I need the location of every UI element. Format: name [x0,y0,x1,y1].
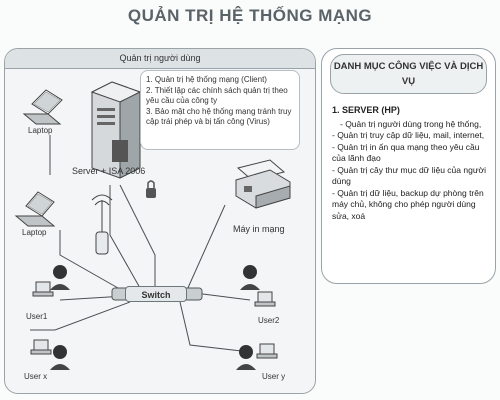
server-icon [90,81,142,179]
services-item: - Quản trị dữ liệu, backup dự phòng trên… [332,187,484,221]
user-workstation-icon [240,265,276,307]
network-links [30,135,251,353]
server-role-callout: 1. Quản trị hệ thống mạng (Client) 2. Th… [140,70,300,150]
user-workstation-icon [30,339,70,370]
user-admin-header: Quản trị người dùng [5,49,315,69]
services-header: DANH MỤC CÔNG VIỆC VÀ DỊCH VỤ [330,54,487,94]
page-title: QUẢN TRỊ HỆ THỐNG MẠNG [127,6,373,25]
services-item: - Quản trị người dùng trong hệ thống, [340,118,482,129]
switch-label: Switch [125,286,187,302]
link-printer [186,204,226,291]
link-userx [30,301,131,331]
user1-label: User1 [26,312,48,321]
user-workstation-icon [32,265,70,297]
laptop-icon [14,191,56,227]
services-section-title: 1. SERVER (HP) [332,105,400,115]
callout-line: 1. Quản trị hệ thống mạng (Client) [146,75,267,84]
laptop-label: Laptop [22,228,47,237]
server-label: Server + ISA 2006 [72,166,146,176]
services-item: - Quản trị in ấn qua mạng theo yêu cầu c… [332,141,480,164]
services-item: - Quản trị cây thư mục dữ liệu của người… [332,164,486,187]
user2-label: User2 [258,316,280,325]
link-usery [179,301,251,353]
lock-icon [146,180,156,198]
userx-label: User x [24,372,48,381]
link-laptop2 [59,230,126,293]
link-access-point [109,185,141,289]
usery-label: User y [262,372,286,381]
printer-label: Máy in mạng [233,224,285,234]
callout-line: 2. Thiết lập các chính sách quản trị the… [146,85,288,106]
access-point-icon [91,194,113,255]
user-workstation-icon [236,343,278,370]
callout-line: 3. Bảo mật cho hệ thống mạng tránh truy … [146,106,292,127]
services-panel: DANH MỤC CÔNG VIỆC VÀ DỊCH VỤ 1. SERVER … [321,48,496,284]
laptop-icon [22,89,63,125]
services-item: - Quản trị truy cập dữ liệu, mail, inter… [332,130,485,140]
printer-icon [235,159,291,209]
laptop-label: Laptop [28,126,53,135]
services-body: 1. SERVER (HP) - Quản trị người dùng tro… [332,105,490,222]
link-server [119,184,156,286]
